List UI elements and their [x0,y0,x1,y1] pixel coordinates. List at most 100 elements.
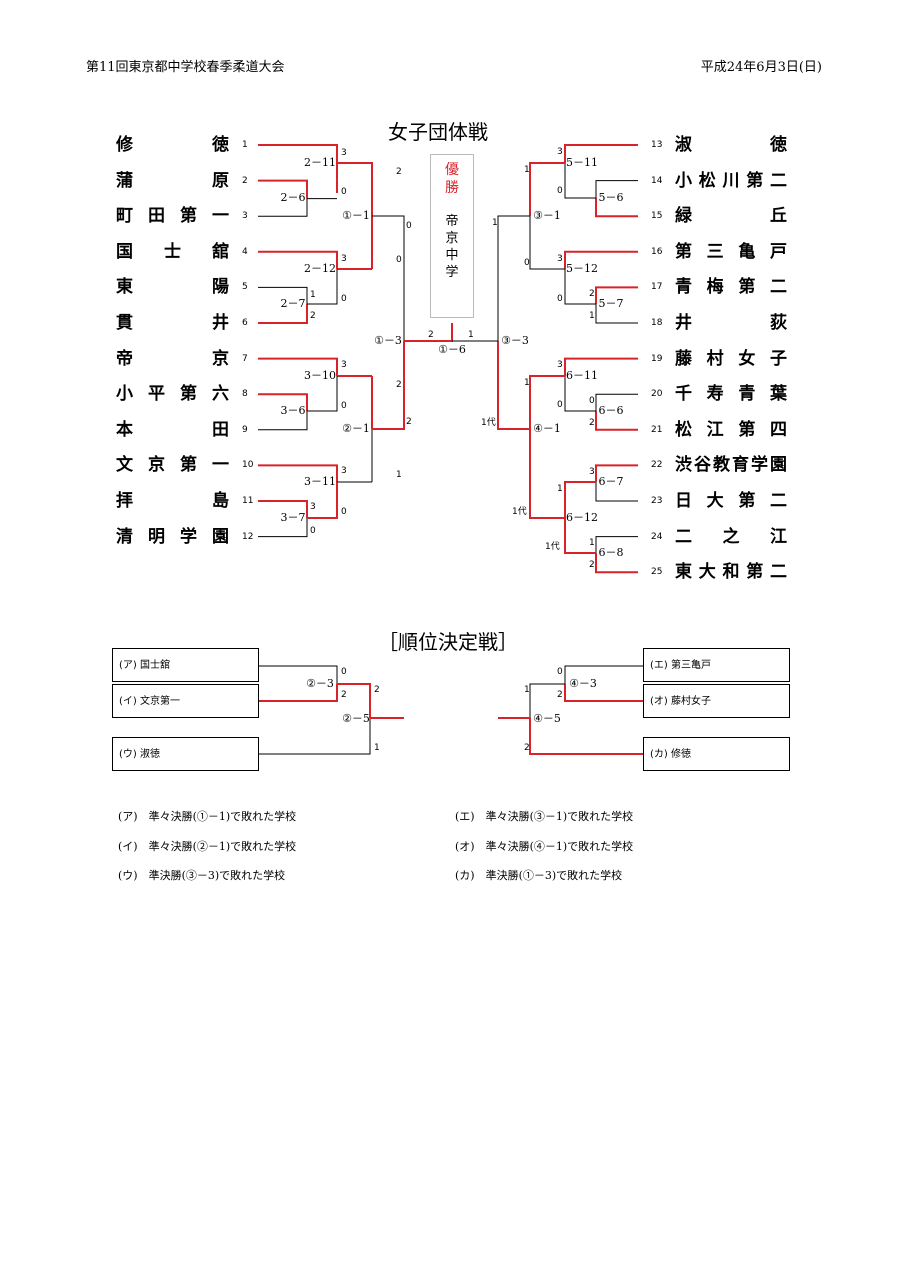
bracket-line [372,215,405,341]
match-label: ②－1 [342,422,370,435]
score-label: 0 [557,400,563,410]
match-label: 2－12 [304,262,336,275]
team-name-right: 渋谷教育学園 [675,455,787,476]
seed-number: 13 [651,140,663,150]
team-name-right: 青梅第二 [675,277,787,298]
team-name-left: 本田 [116,419,229,440]
placement-team-ka: (カ) 修徳 [643,737,790,771]
seed-number: 8 [242,389,248,400]
match-label: 2－6 [281,191,306,204]
seed-number: 22 [651,460,663,471]
team-name-left: 帝京 [116,348,229,369]
score-label: 3 [557,147,563,157]
placement-team-name: 第三亀戸 [671,660,711,671]
match-label: 3－10 [304,369,336,382]
match-label: ②－5 [342,712,370,725]
match-label: ①－3 [374,334,402,347]
seed-number: 20 [651,389,663,400]
match-label: 6－6 [599,404,624,417]
team-name-left: 蒲原 [116,170,229,191]
bracket-line [564,163,596,199]
seed-number: 25 [651,567,663,578]
team-name-right: 第三亀戸 [675,241,787,262]
match-label: 6－12 [566,511,598,524]
match-label: 3－7 [281,511,306,524]
team-name-right: 淑徳 [675,135,787,155]
score-label: 2 [310,311,316,321]
champion-box: 優 勝 帝 京 中 学 [430,154,474,318]
score-label: 2 [406,417,412,427]
score-label: 0 [557,294,563,304]
winner-path [564,518,596,554]
winner-path [258,144,338,181]
placement-team-o: (オ) 藤村女子 [643,684,790,718]
match-label: 3－6 [281,404,306,417]
bracket-line [595,304,638,324]
score-label: 1 [557,484,563,494]
seed-number: 14 [651,175,663,186]
team-name-right: 小松川第二 [675,170,787,191]
winner-path [564,684,643,702]
score-label: 0 [341,294,347,304]
score-label: 1 [396,470,402,480]
bracket-line [259,718,371,755]
winner-path [564,144,638,163]
bracket-line [258,518,308,538]
seed-number: 19 [651,353,663,364]
seed-number: 9 [242,424,248,435]
match-label: 2－11 [304,156,336,169]
seed-number: 24 [651,531,663,542]
match-label: 3－11 [304,475,336,488]
bracket-line [564,376,596,412]
bracket-line [595,536,638,553]
placement-team-name: 国士舘 [140,660,170,671]
seed-number: 10 [242,460,254,471]
winner-path [337,683,371,718]
team-name-right: 藤村女子 [675,348,787,369]
placement-team-u: (ウ) 淑徳 [112,737,259,771]
match-label: ④－5 [533,712,561,725]
winner-path [258,500,308,518]
seed-number: 6 [242,318,248,328]
match-label: 5－11 [566,156,598,169]
placement-tag: (イ) [119,696,137,707]
bracket-line [595,393,638,411]
score-label: 0 [341,667,347,677]
winner-path [497,341,530,430]
score-label: 0 [589,396,595,406]
winner-path [258,357,338,376]
winner-path [595,464,638,482]
note-ka: (カ) 準決勝(①－3)で敗れた学校 [455,869,623,882]
note-i: (イ) 準々決勝(②－1)で敗れた学校 [118,840,297,853]
champion-school: 帝 京 中 学 [445,214,459,280]
note-e: (エ) 準々決勝(③－1)で敗れた学校 [455,810,634,823]
team-name-left: 国士舘 [116,241,229,262]
winner-path [337,162,373,269]
placement-team-name: 淑徳 [140,749,160,760]
match-label: 5－6 [599,191,624,204]
team-name-left: 拝島 [116,491,229,511]
match-label: 6－7 [599,475,624,488]
seed-number: 16 [651,246,663,257]
placement-team-e: (エ) 第三亀戸 [643,648,790,682]
score-label: 1代 [512,506,527,517]
score-label: 1 [492,218,498,228]
placement-team-name: 修徳 [671,749,691,760]
team-name-right: 緑丘 [675,206,787,227]
score-label: 1代 [545,541,560,552]
score-label: 3 [341,254,347,264]
match-label: ①－6 [438,343,466,356]
placement-tag: (ア) [119,660,137,671]
seed-number: 4 [242,246,248,257]
bracket-line [259,665,338,684]
match-label: ④－3 [569,677,597,690]
bracket-line [258,286,308,304]
page-title: 女子団体戦 [388,120,488,144]
score-label: 1 [524,378,530,388]
bracket-line [529,216,565,270]
bracket-line [595,180,638,198]
team-name-left: 町田第一 [116,206,229,227]
seed-number: 1 [242,140,248,150]
score-label: 1代 [481,417,496,428]
match-label: ③－3 [501,334,529,347]
